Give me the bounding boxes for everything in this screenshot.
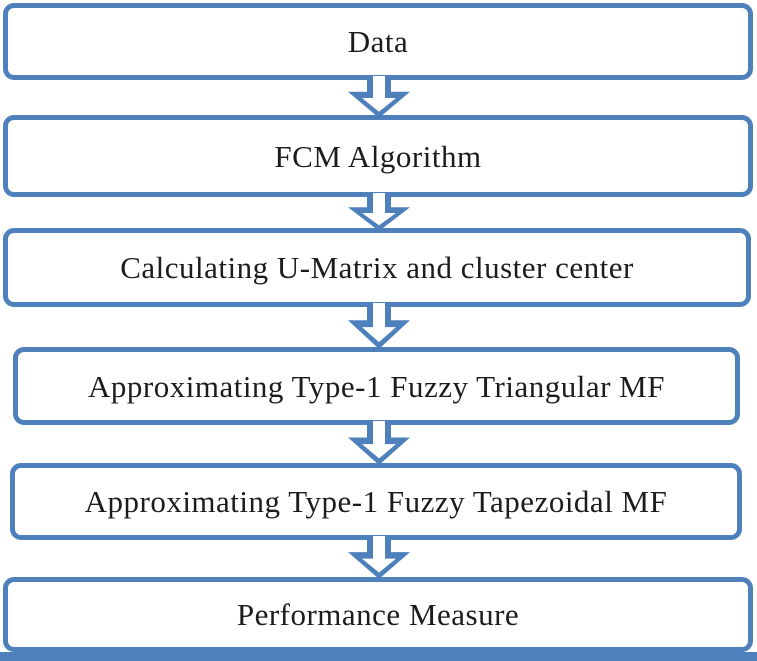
flow-step-label: Performance Measure — [236, 597, 520, 632]
flow-step-trapezoidal-mf: Approximating Type-1 Fuzzy Tapezoidal MF — [10, 463, 742, 540]
down-arrow-icon — [348, 193, 410, 231]
flow-step-label: Data — [347, 24, 409, 59]
down-arrow-icon — [348, 76, 410, 118]
flow-step-triangular-mf: Approximating Type-1 Fuzzy Triangular MF — [13, 347, 740, 425]
down-arrow-icon — [348, 303, 410, 349]
flow-step-label: Approximating Type-1 Fuzzy Tapezoidal MF — [84, 484, 668, 519]
flow-step-data: Data — [3, 3, 753, 80]
flow-step-fcm-algorithm: FCM Algorithm — [3, 115, 753, 197]
flow-step-label: Approximating Type-1 Fuzzy Triangular MF — [88, 368, 665, 404]
down-arrow-icon — [348, 536, 410, 579]
flow-step-performance-measure: Performance Measure — [3, 577, 753, 652]
flow-step-label: FCM Algorithm — [274, 138, 482, 174]
bottom-cropped-bar — [0, 652, 757, 661]
down-arrow-icon — [348, 421, 410, 465]
flow-step-umatrix: Calculating U-Matrix and cluster center — [3, 228, 751, 307]
flow-step-label: Calculating U-Matrix and cluster center — [120, 250, 634, 285]
